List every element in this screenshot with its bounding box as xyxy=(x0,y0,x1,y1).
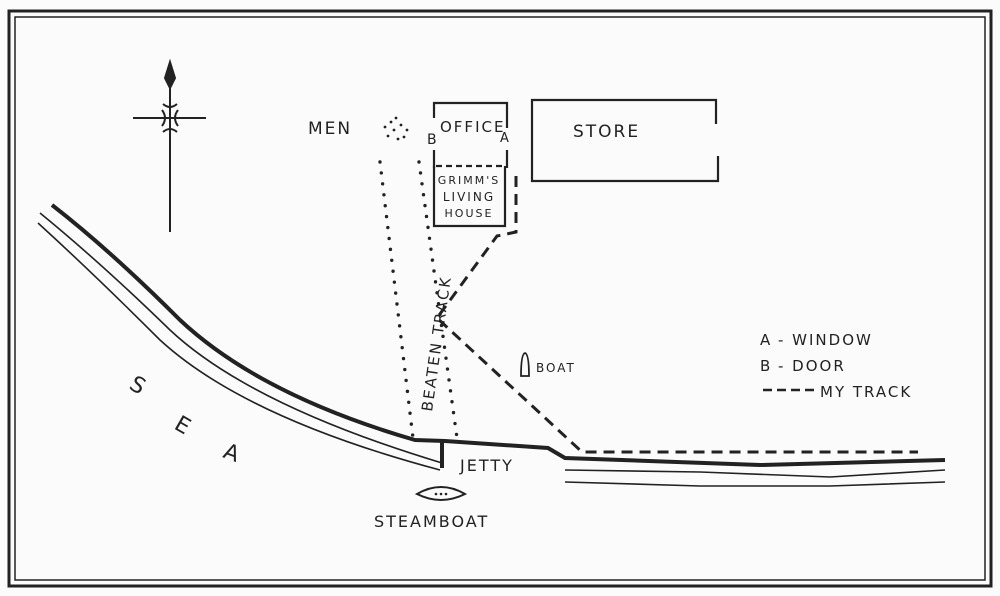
beaten-track-left-edge xyxy=(378,160,415,440)
shore-line-3 xyxy=(564,469,946,478)
shore-line-4 xyxy=(564,481,946,487)
living-house-label-2: LIVING xyxy=(443,190,495,204)
legend: A - WINDOW B - DOOR MY TRACK xyxy=(760,331,912,401)
outer-border xyxy=(7,9,993,588)
shore-line-2 xyxy=(37,222,441,471)
steamboat-icon xyxy=(414,486,468,501)
coastline xyxy=(50,203,946,468)
north-arrow-icon xyxy=(133,58,206,232)
shore-line-1 xyxy=(39,212,443,464)
men-label: MEN xyxy=(308,119,352,139)
living-house xyxy=(432,164,507,228)
sea-letter-e: E xyxy=(170,412,196,442)
office-building xyxy=(432,101,509,168)
living-house-label-3: HOUSE xyxy=(445,207,494,220)
legend-window-text: - WINDOW xyxy=(778,331,873,349)
sea-letter-a: A xyxy=(220,439,245,468)
men-dots xyxy=(383,116,409,141)
inner-border xyxy=(14,16,986,581)
my-track-path xyxy=(434,176,918,454)
legend-door-symbol: B xyxy=(760,357,772,375)
legend-door-text: - DOOR xyxy=(778,357,846,375)
jetty-label: JETTY xyxy=(459,456,514,475)
legend-window-symbol: A xyxy=(760,331,772,349)
boat-label: BOAT xyxy=(536,361,576,375)
steamboat-label: STEAMBOAT xyxy=(374,512,489,531)
window-marker: A xyxy=(500,131,511,146)
living-house-label-1: GRIMM'S xyxy=(438,174,500,187)
beaten-track-right-edge xyxy=(417,160,459,440)
office-label: OFFICE xyxy=(440,118,505,136)
store-label: STORE xyxy=(573,122,640,142)
legend-track-text: MY TRACK xyxy=(820,383,912,401)
boat-icon xyxy=(520,352,530,377)
store-building xyxy=(530,98,720,183)
door-marker: B xyxy=(427,132,439,148)
sea-letter-s: S xyxy=(125,372,151,402)
